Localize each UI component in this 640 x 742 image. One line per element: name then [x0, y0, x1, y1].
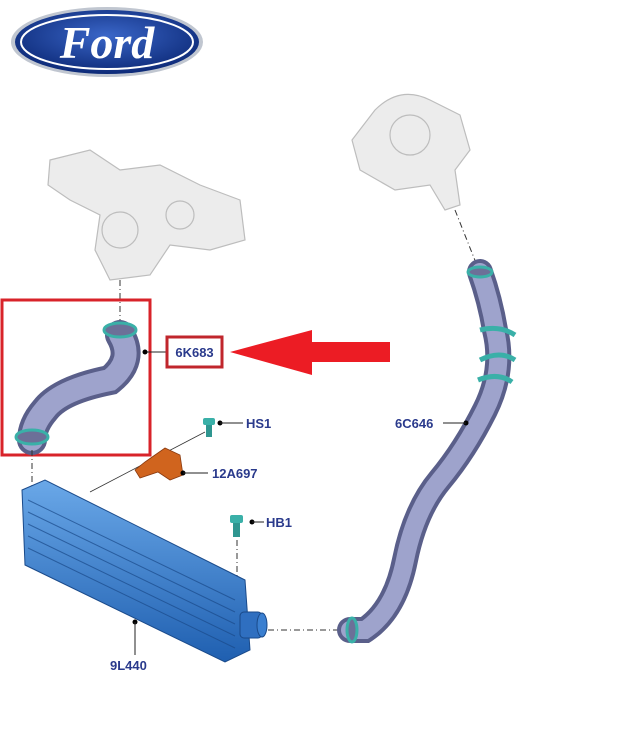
highlight-box — [0, 298, 152, 457]
label-6c646[interactable]: 6C646 — [395, 416, 433, 431]
ford-logo-text: Ford — [59, 17, 156, 68]
label-6k683[interactable]: 6K683 — [175, 345, 213, 360]
label-hb1[interactable]: HB1 — [266, 515, 292, 530]
intercooler-9l440[interactable] — [21, 479, 268, 663]
label-12a697[interactable]: 12A697 — [212, 466, 258, 481]
leader-dot — [142, 349, 148, 355]
hose-6k683[interactable] — [14, 320, 141, 455]
exhaust-manifold-ghost — [47, 149, 246, 281]
bolt-hs1[interactable] — [203, 418, 215, 437]
turbocharger-ghost — [351, 93, 471, 211]
ford-logo: Ford — [11, 7, 203, 77]
label-9l440[interactable]: 9L440 — [110, 658, 147, 673]
leader-line — [454, 209, 479, 269]
bolt-hb1[interactable] — [230, 515, 243, 537]
bracket-12a697[interactable] — [134, 447, 184, 481]
label-box-6k683 — [165, 335, 224, 369]
hose-6c646[interactable] — [337, 259, 517, 644]
label-hs1[interactable]: HS1 — [246, 416, 271, 431]
red-arrow-icon — [230, 330, 390, 375]
